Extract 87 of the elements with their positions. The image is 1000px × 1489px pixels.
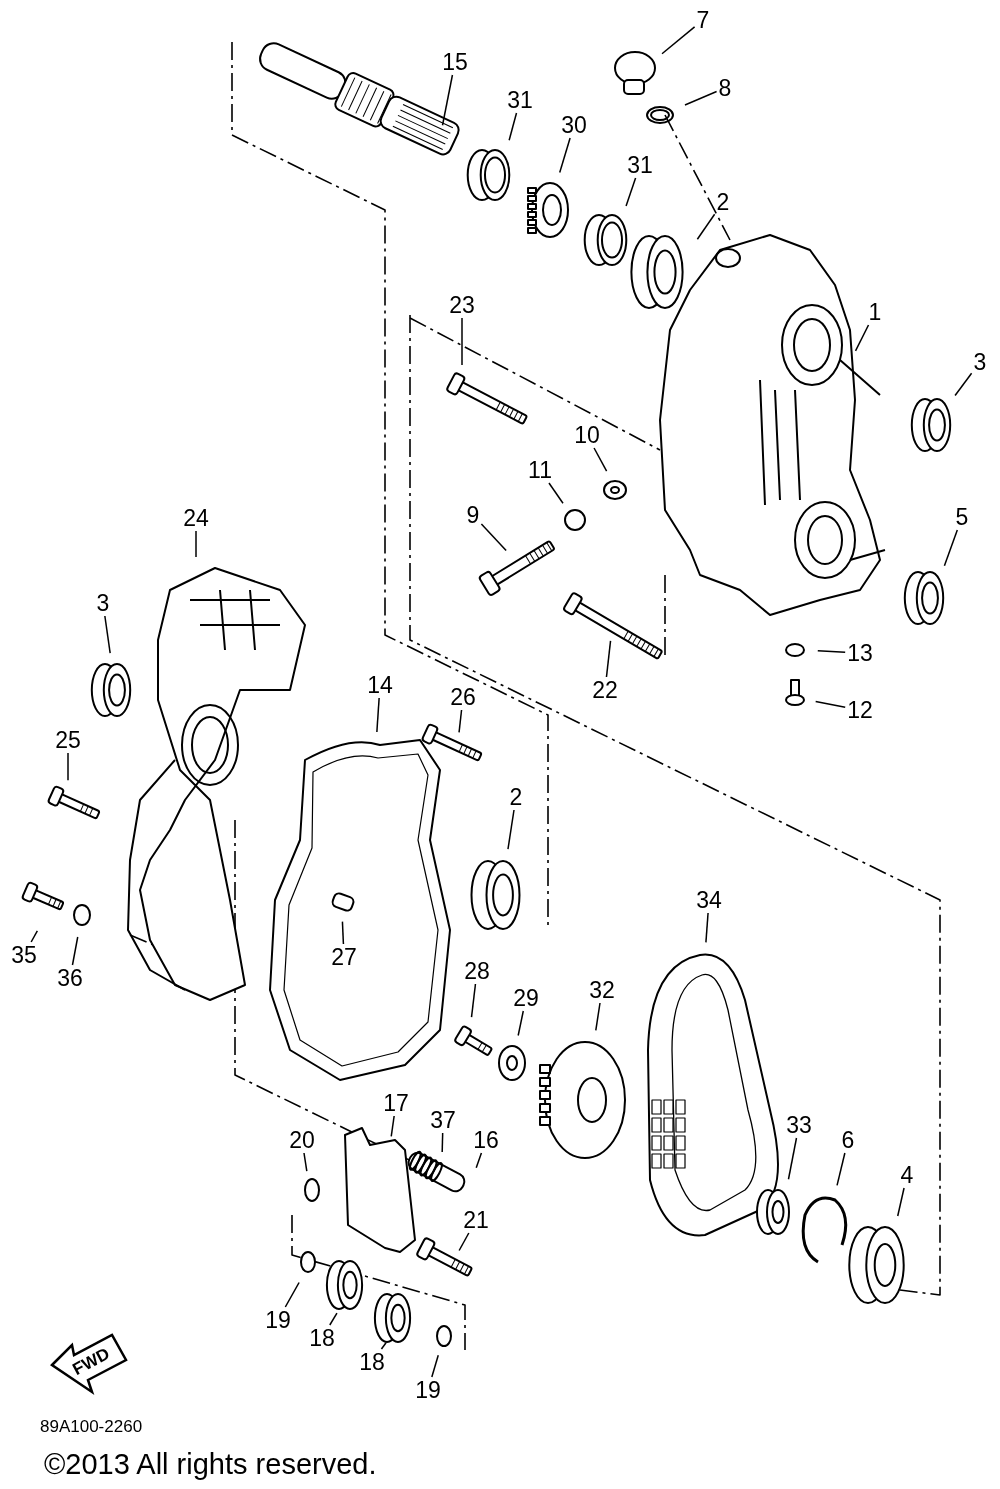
callout-number: 31 — [626, 153, 654, 177]
leader-line — [954, 372, 973, 397]
callout-number: 32 — [588, 978, 616, 1002]
leader-line — [705, 912, 709, 944]
callout-number: 7 — [695, 8, 711, 32]
leader-line — [30, 930, 39, 943]
callout-number: 9 — [465, 503, 481, 527]
leader-line — [814, 700, 846, 708]
leader-line — [458, 709, 463, 734]
callout-number: 28 — [463, 959, 491, 983]
callout-number: 20 — [288, 1128, 316, 1152]
callout-number: 13 — [846, 641, 874, 665]
callout-number: 19 — [414, 1378, 442, 1402]
leader-line — [441, 1132, 444, 1153]
leader-line — [470, 983, 477, 1018]
figure-code: 89A100-2260 — [40, 1417, 143, 1437]
leader-line — [559, 137, 571, 174]
callout-number: 29 — [512, 986, 540, 1010]
leader-line — [817, 649, 846, 653]
callout-number: 6 — [840, 1128, 856, 1152]
callout-number: 1 — [867, 300, 883, 324]
callout-number: 11 — [527, 458, 553, 482]
leader-line — [787, 1137, 798, 1180]
leader-line — [593, 447, 608, 472]
leader-line — [284, 1281, 300, 1308]
leader-line — [341, 920, 345, 945]
leader-line — [605, 640, 612, 678]
callout-number: 17 — [382, 1091, 410, 1115]
callout-number: 18 — [358, 1350, 386, 1374]
leader-line — [836, 1152, 846, 1187]
leader-line — [595, 1002, 601, 1032]
callout-number: 15 — [441, 50, 469, 74]
leader-line — [461, 317, 463, 366]
leader-line — [684, 90, 718, 106]
leader-line — [696, 213, 716, 241]
callout-number: 3 — [972, 350, 988, 374]
callout-number: 14 — [366, 673, 394, 697]
callout-number: 25 — [54, 728, 82, 752]
callout-number: 34 — [695, 888, 723, 912]
leader-line — [517, 1010, 525, 1037]
leader-line — [431, 1354, 439, 1378]
leader-line — [329, 1312, 338, 1326]
callout-number: 2 — [508, 785, 524, 809]
leader-line — [854, 324, 870, 352]
callout-number: 8 — [717, 76, 733, 100]
callout-number: 37 — [429, 1108, 457, 1132]
callout-number: 36 — [56, 966, 84, 990]
leader-line — [548, 482, 564, 505]
callout-number: 21 — [462, 1208, 490, 1232]
callout-number: 5 — [954, 505, 970, 529]
leader-line — [104, 615, 111, 654]
leader-line — [896, 1187, 905, 1217]
leader-line — [480, 523, 507, 552]
callout-number: 26 — [449, 685, 477, 709]
direction-label: FWD — [69, 1344, 114, 1380]
leader-line — [390, 1115, 395, 1138]
leader-line — [71, 936, 79, 966]
leader-line — [195, 530, 197, 558]
copyright-notice: ©2013 All rights reserved. — [44, 1448, 377, 1481]
callout-number: 30 — [560, 113, 588, 137]
callout-number: 27 — [330, 945, 358, 969]
callout-number: 3 — [95, 591, 111, 615]
leader-line — [508, 112, 518, 142]
callout-number: 22 — [591, 678, 619, 702]
leader-line — [376, 697, 380, 733]
leader-line — [661, 26, 696, 55]
leader-line — [380, 1341, 387, 1350]
leader-line — [441, 74, 454, 126]
callout-number: 10 — [573, 423, 601, 447]
callout-number: 31 — [506, 88, 534, 112]
callout-number: 2 — [715, 190, 731, 214]
leader-line — [507, 809, 515, 850]
callout-number: 23 — [448, 293, 476, 317]
callout-number: 12 — [846, 698, 874, 722]
leader-line — [943, 529, 959, 567]
callout-number: 4 — [899, 1163, 915, 1187]
callout-number: 16 — [472, 1128, 500, 1152]
callout-number: 18 — [308, 1326, 336, 1350]
leader-line — [67, 752, 69, 782]
leader-line — [458, 1232, 470, 1252]
leader-line — [625, 177, 637, 207]
callout-number: 33 — [785, 1113, 813, 1137]
callout-number: 19 — [264, 1308, 292, 1332]
leader-line — [303, 1152, 308, 1172]
callout-number: 24 — [182, 506, 210, 530]
leader-line — [475, 1152, 483, 1169]
callout-number: 35 — [10, 943, 38, 967]
